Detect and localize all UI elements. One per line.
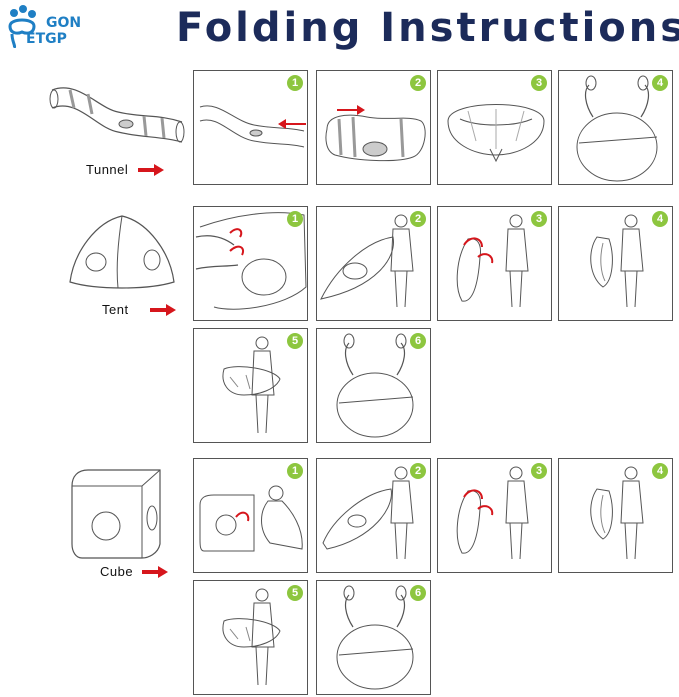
step-number-badge: 6 [410,333,426,349]
cube-step-4-panel: 4 [558,458,673,573]
cube-step-2-illustration [322,466,414,560]
step-number-badge: 1 [287,463,303,479]
tent-step-4-panel: 4 [558,206,673,321]
row-label-tunnel: Tunnel [86,162,129,177]
tunnel-step-2-panel: 2 [316,70,431,185]
step-number-badge: 1 [287,75,303,91]
tunnel-step-3-illustration [447,104,545,163]
tent-step-6-panel: 6 [316,328,431,443]
step-number-badge: 4 [652,211,668,227]
cube-step-4-illustration [590,466,644,560]
tent-step-1-illustration [195,212,307,310]
red-arrow-icon [150,304,176,316]
logo-text-line2: ETGP [26,31,67,47]
tent-step-1-panel: 1 [193,206,308,321]
cube-step-2-panel: 2 [316,458,431,573]
cube-step-1-panel: 1 [193,458,308,573]
red-arrow-icon [142,566,168,578]
cube-step-1-illustration [199,485,303,552]
tent-step-4-illustration [590,214,644,308]
tent-step-6-illustration [336,333,414,438]
step-number-badge: 6 [410,585,426,601]
step-number-badge: 5 [287,333,303,349]
logo-text-line1: GON [46,15,82,31]
row-label-cube: Cube [100,564,134,579]
step-number-badge: 3 [531,75,547,91]
cube-step-5-illustration [222,588,281,686]
step-number-badge: 2 [410,463,426,479]
step-number-badge: 4 [652,463,668,479]
tunnel-step-4-panel: 4 [558,70,673,185]
tent-step-5-illustration [222,336,281,434]
brand-logo: GON ETGP [4,4,94,50]
page-title: Folding Instructions [176,5,679,51]
cube-step-3-panel: 3 [437,458,552,573]
paw-icon [8,5,36,50]
tent-step-3-illustration [456,214,529,308]
step-number-badge: 2 [410,75,426,91]
tunnel-step-1-panel: 1 [193,70,308,185]
step-number-badge: 4 [652,75,668,91]
tent-step-2-panel: 2 [316,206,431,321]
row-label-tent: Tent [102,302,129,317]
tunnel-reference-image [49,87,185,143]
tent-step-3-panel: 3 [437,206,552,321]
tent-reference-image [69,215,175,289]
step-number-badge: 1 [287,211,303,227]
red-arrow-icon [138,164,164,176]
tunnel-step-3-panel: 3 [437,70,552,185]
tent-step-2-illustration [320,214,414,308]
step-number-badge: 3 [531,463,547,479]
cube-step-3-illustration [456,466,529,560]
step-number-badge: 2 [410,211,426,227]
cube-step-6-illustration [336,585,414,690]
cube-step-6-panel: 6 [316,580,431,695]
step-number-badge: 3 [531,211,547,227]
tent-step-5-panel: 5 [193,328,308,443]
tunnel-step-2-illustration [325,105,426,162]
tunnel-step-4-illustration [576,75,658,182]
cube-reference-image [71,469,161,559]
cube-step-5-panel: 5 [193,580,308,695]
tunnel-step-1-illustration [199,105,306,148]
step-number-badge: 5 [287,585,303,601]
